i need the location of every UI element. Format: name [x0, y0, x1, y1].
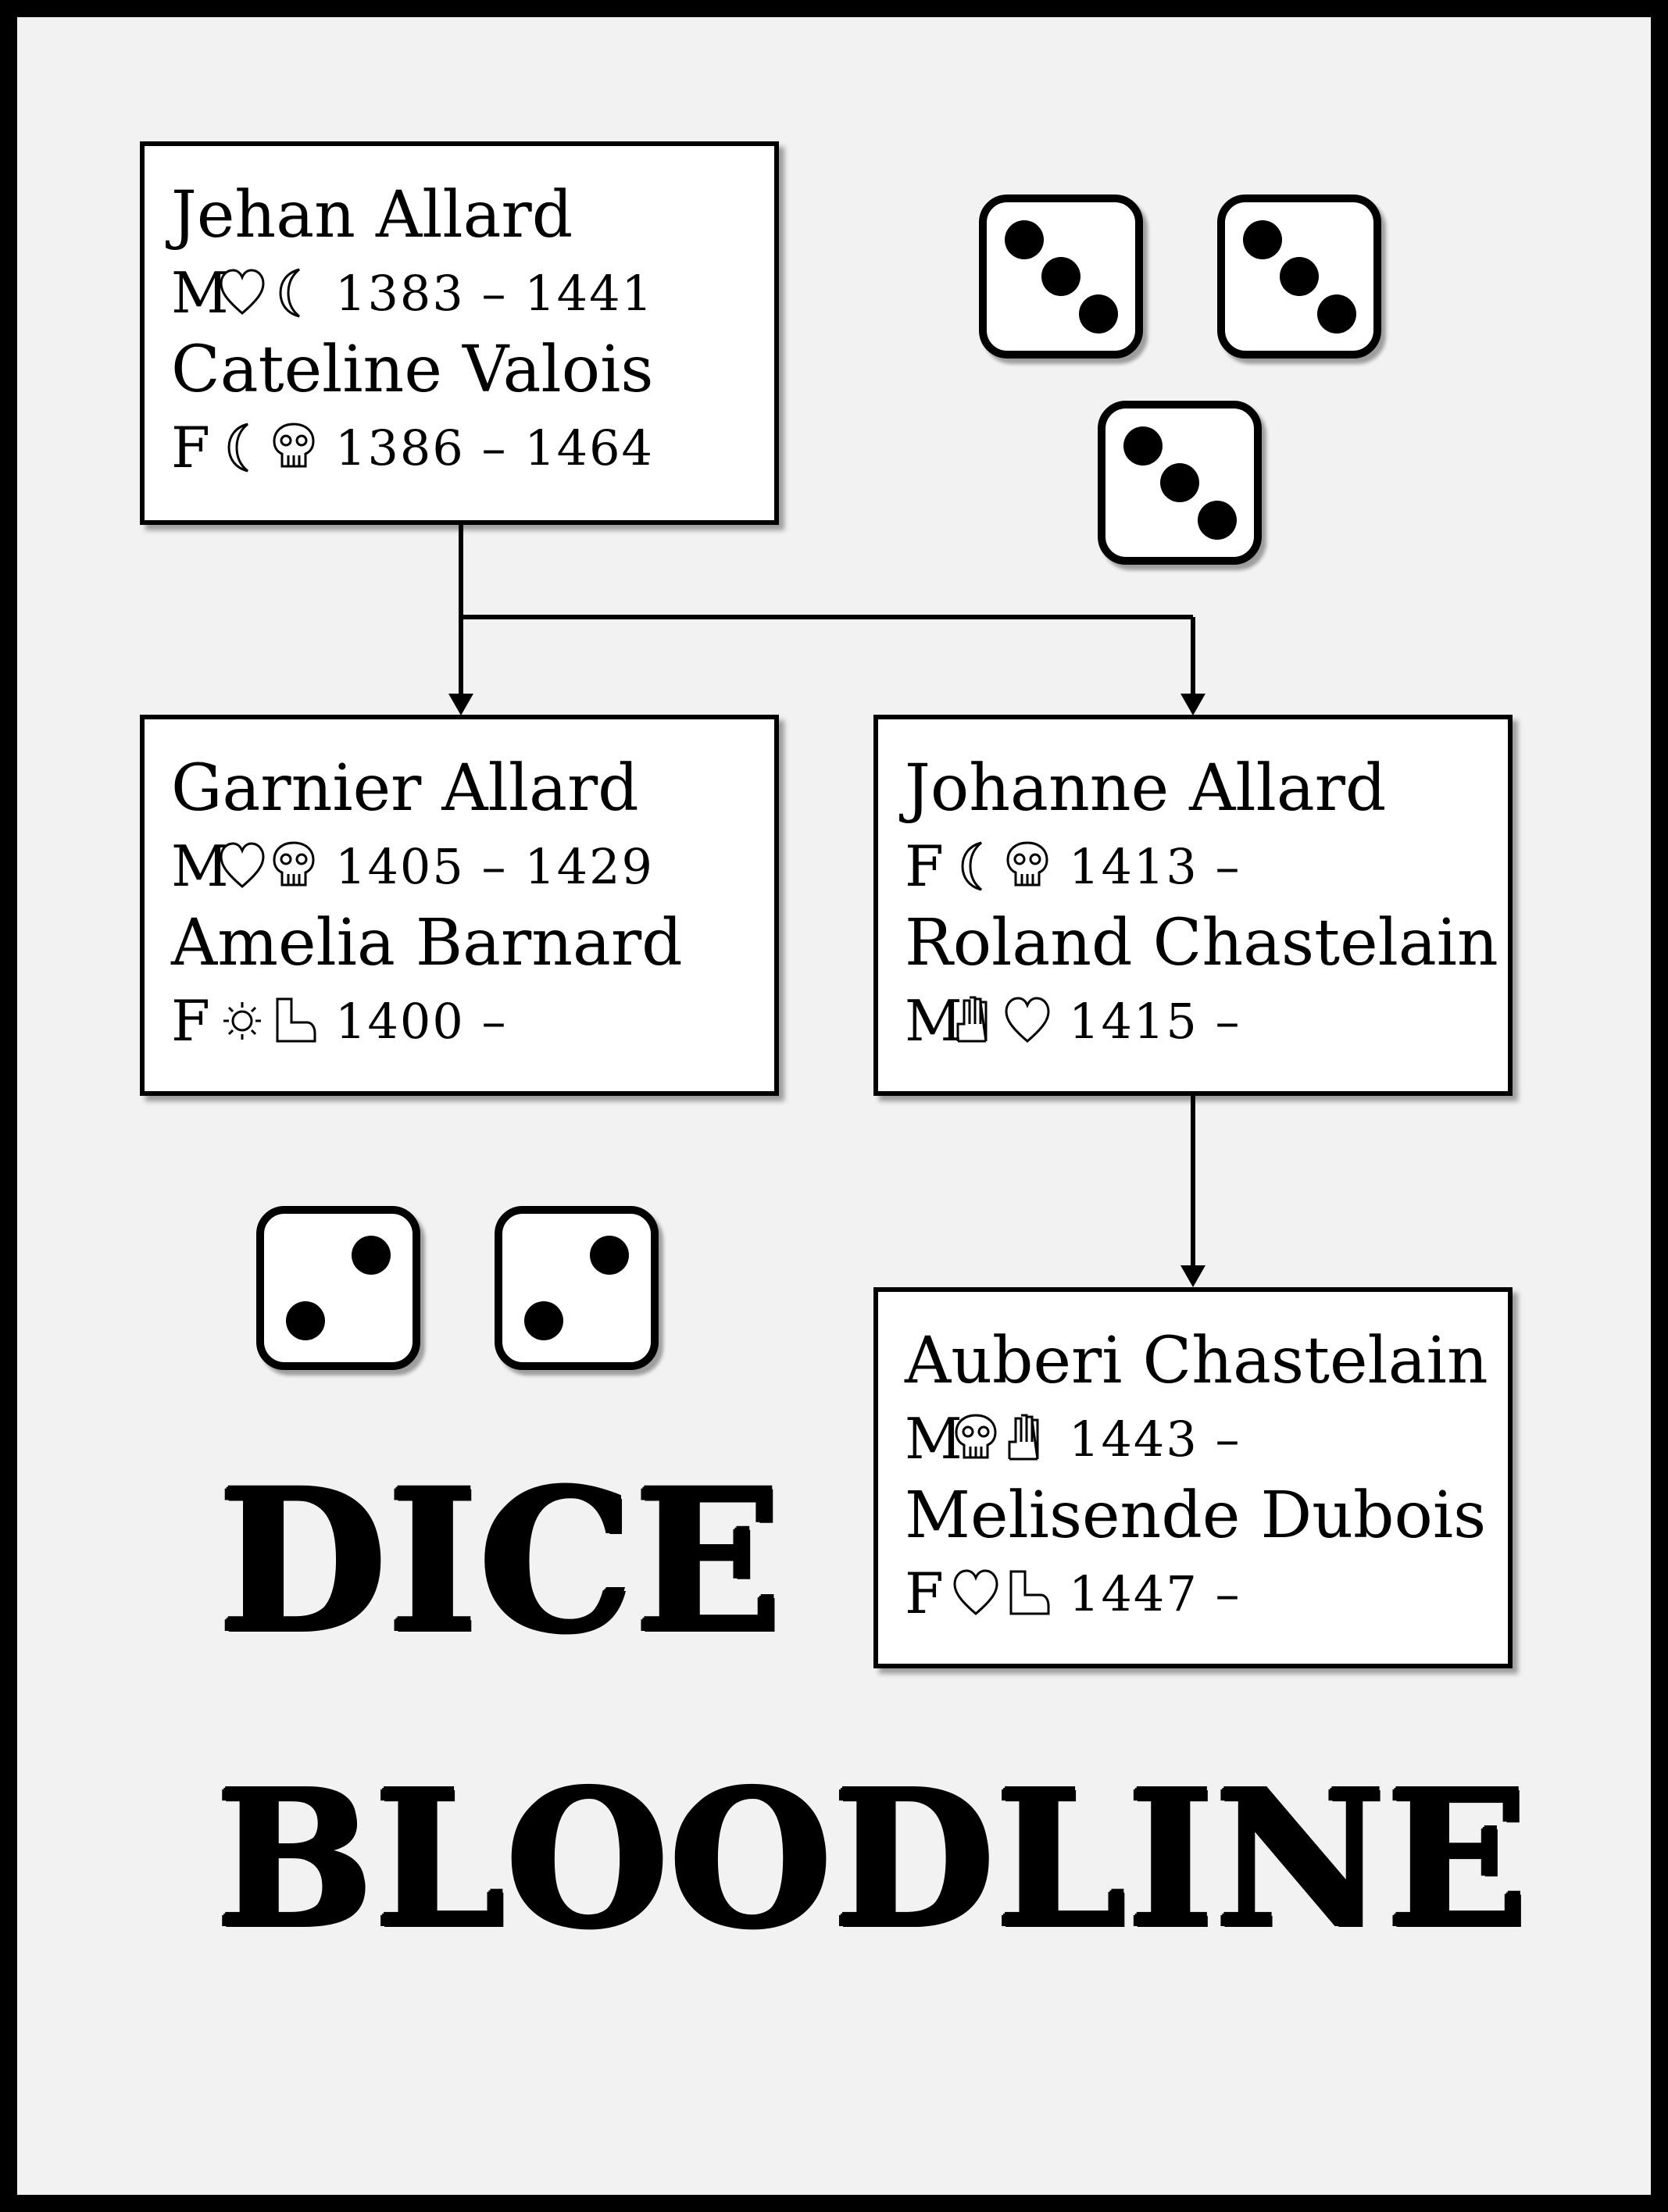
person-info-row: M 1383 – 1441: [171, 254, 774, 332]
family-card-jehan-cateline[interactable]: Jehan Allard M 1383 – 1441 Cateline Valo…: [140, 141, 779, 525]
die-pip: [1078, 294, 1118, 334]
sun-icon: [223, 1002, 261, 1040]
trait-symbols: [218, 265, 335, 321]
life-years: 1443 –: [1069, 1410, 1241, 1468]
die-pip: [1242, 219, 1282, 259]
person-info-row: M 1405 – 1429: [171, 827, 774, 905]
die-pip: [1123, 426, 1163, 466]
die-pip: [524, 1300, 564, 1340]
die-three[interactable]: [1098, 401, 1262, 565]
sex-label: M: [905, 1406, 963, 1472]
trait-symbols: [952, 1411, 1069, 1467]
family-card-garnier-amelia[interactable]: Garnier Allard M 1405 – 1429 Amelia Barn…: [140, 715, 779, 1096]
die-pip: [1160, 463, 1199, 502]
boot-icon: [276, 997, 316, 1043]
trait-symbols: [952, 1565, 1069, 1622]
spouse-info-row: F 1447 –: [905, 1554, 1508, 1632]
heart-icon: [1005, 997, 1050, 1043]
die-two[interactable]: [256, 1206, 420, 1370]
family-card-johanne-roland[interactable]: Johanne Allard F 1413 – Roland Chastelai…: [873, 715, 1513, 1096]
spouse-info-row: M 1415 –: [905, 982, 1508, 1060]
heart-icon: [953, 1569, 998, 1615]
die-pip: [1197, 500, 1237, 540]
skull-icon: [273, 841, 315, 887]
family-card-auberi-melisende[interactable]: Auberi Chastelain M 1443 – Melisende Dub…: [873, 1287, 1513, 1668]
spouse-name: Melisende Dubois: [905, 1479, 1487, 1553]
die-pip: [589, 1236, 629, 1275]
life-years: 1413 –: [1069, 837, 1241, 895]
game-title-line1: DICE: [217, 1446, 783, 1675]
heart-icon: [220, 842, 265, 888]
person-name: Garnier Allard: [171, 751, 639, 826]
life-years: 1383 – 1441: [335, 264, 654, 322]
die-pip: [1280, 257, 1319, 296]
skull-icon: [273, 423, 315, 468]
spouse-info-row: F 1386 – 1464: [171, 409, 774, 487]
moon-icon: [961, 841, 982, 891]
trait-symbols: [218, 419, 335, 476]
die-two[interactable]: [495, 1206, 659, 1370]
sex-label: M: [171, 833, 229, 899]
spouse-info-row: F 1400 –: [171, 982, 774, 1060]
moon-icon: [227, 423, 248, 473]
sex-label: F: [171, 415, 210, 480]
sex-label: M: [905, 988, 963, 1054]
heart-icon: [220, 269, 265, 315]
trait-symbols: [218, 838, 335, 894]
arrowhead-johanne: [1180, 694, 1205, 715]
sex-label: M: [171, 260, 229, 326]
boot-icon: [1009, 1570, 1050, 1615]
die-pip: [1041, 257, 1080, 296]
person-info-row: F 1413 –: [905, 827, 1508, 905]
die-three[interactable]: [979, 194, 1143, 359]
trait-symbols: [952, 993, 1069, 1049]
die-pip: [351, 1236, 391, 1275]
arrowhead-auberi: [1180, 1265, 1205, 1287]
life-years: 1400 –: [335, 992, 508, 1050]
die-pip: [286, 1300, 326, 1340]
spouse-name: Amelia Barnard: [171, 906, 683, 980]
sex-label: F: [171, 988, 210, 1054]
life-years: 1386 – 1464: [335, 419, 654, 476]
arrowhead-garnier: [448, 694, 473, 715]
sex-label: F: [905, 833, 944, 899]
trait-symbols: [952, 838, 1069, 894]
moon-icon: [279, 268, 300, 318]
life-years: 1447 –: [1069, 1564, 1241, 1622]
person-name: Auberi Chastelain: [905, 1324, 1488, 1398]
skull-icon: [955, 1414, 997, 1459]
person-info-row: M 1443 –: [905, 1400, 1508, 1478]
die-three[interactable]: [1217, 194, 1381, 359]
spouse-name: Roland Chastelain: [905, 906, 1498, 980]
life-years: 1415 –: [1069, 992, 1241, 1050]
die-pip: [1004, 219, 1044, 259]
die-pip: [1316, 294, 1356, 334]
trait-symbols: [218, 993, 335, 1049]
sex-label: F: [905, 1561, 944, 1626]
person-name: Jehan Allard: [171, 178, 573, 252]
hand-icon: [1008, 1414, 1039, 1461]
spouse-name: Cateline Valois: [171, 333, 654, 407]
person-name: Johanne Allard: [905, 751, 1387, 826]
life-years: 1405 – 1429: [335, 837, 654, 895]
skull-icon: [1006, 841, 1048, 887]
hand-icon: [956, 996, 988, 1043]
game-title-line2: BLOODLINE: [215, 1749, 1529, 1969]
